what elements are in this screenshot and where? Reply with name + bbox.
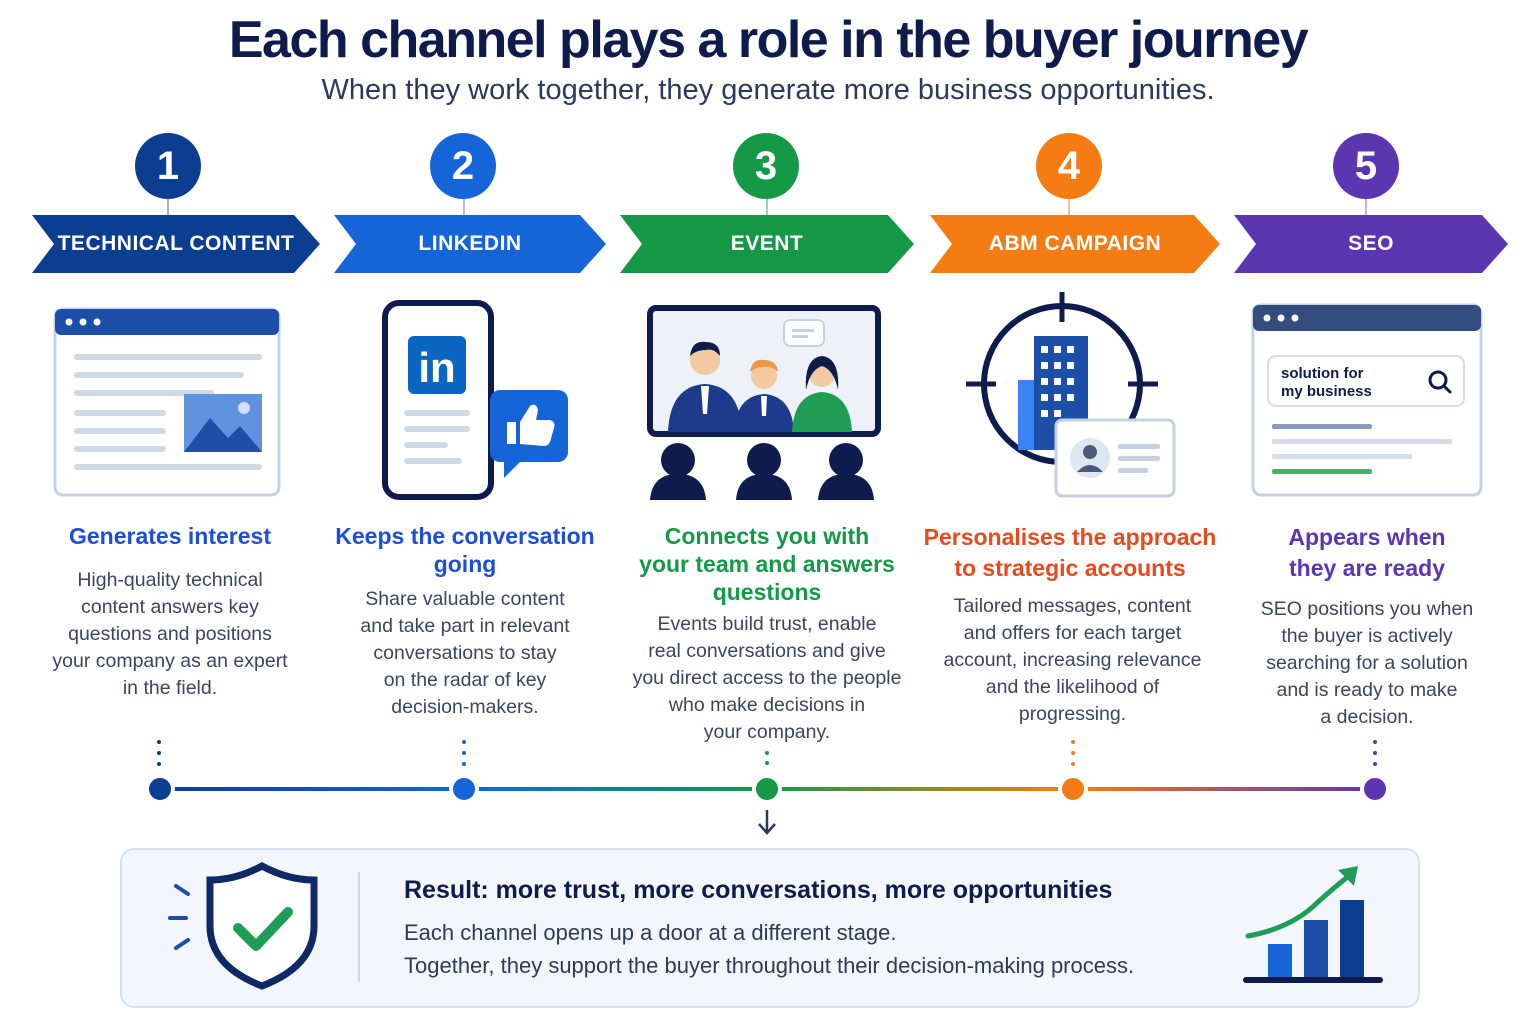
- search-icon: [1428, 370, 1448, 390]
- step-2-banner: LINKEDIN: [334, 215, 606, 273]
- step-1-banner-shape: [32, 215, 320, 273]
- step-1-channel-label: TECHNICAL CONTENT: [57, 232, 295, 255]
- step-2-channel-label: LINKEDIN: [418, 232, 522, 255]
- timeline-node-2: [449, 774, 479, 804]
- step-2-banner-shape: [334, 215, 606, 273]
- step-4-stem: [1068, 199, 1070, 215]
- step-4-heading: Personalises the approach to strategic a…: [923, 524, 1217, 581]
- step-5-banner-shape: [1234, 215, 1508, 273]
- page-subtitle: When they work together, they generate m…: [321, 74, 1215, 106]
- step-3-number: 3: [733, 133, 799, 199]
- timeline-node-4: [1058, 774, 1088, 804]
- step-4-banner-shape: [930, 215, 1220, 273]
- step-5-banner: SEO: [1234, 215, 1508, 273]
- timeline-node-3: [752, 774, 782, 804]
- step-5-number: 5: [1333, 133, 1399, 199]
- step-3-channel-label: EVENT: [730, 232, 804, 255]
- video-event-icon: [647, 305, 881, 500]
- step-4-description: Tailored messages, content and offers fo…: [943, 595, 1202, 725]
- connector-dots-5: [1373, 740, 1377, 770]
- step-5-stem: [1365, 199, 1367, 215]
- target-account-icon: [966, 292, 1176, 498]
- step-3-banner: EVENT: [620, 215, 914, 273]
- step-3-description: Events build trust, enable real conversa…: [632, 613, 902, 743]
- browser-article-icon: [53, 307, 281, 497]
- step-5-description: SEO positions you when the buyer is acti…: [1260, 598, 1474, 728]
- connector-dots-1: [157, 740, 161, 770]
- connector-dots-4: [1071, 740, 1075, 770]
- search-query-line-2: my business: [1281, 383, 1372, 400]
- step-5-channel-label: SEO: [1348, 232, 1394, 255]
- result-title: Result: more trust, more conversations, …: [404, 876, 1113, 904]
- connector-dots-2: [462, 740, 466, 770]
- search-query-line-1: solution for: [1281, 365, 1364, 382]
- step-4-number: 4: [1036, 133, 1102, 199]
- step-4-banner: ABM CAMPAIGN: [930, 215, 1220, 273]
- step-2-description: Share valuable content and take part in …: [360, 588, 570, 718]
- step-3-heading: Connects you with your team and answers …: [639, 523, 895, 605]
- growth-chart-icon: [1243, 866, 1383, 983]
- timeline-node-5: [1360, 774, 1390, 804]
- step-5-heading: Appears when they are ready: [1288, 524, 1446, 581]
- result-panel: [120, 848, 1420, 1008]
- step-3-banner-shape: [620, 215, 914, 273]
- step-3-stem: [766, 199, 768, 215]
- page-title: Each channel plays a role in the buyer j…: [228, 11, 1309, 69]
- search-browser-icon: solution for my business: [1251, 303, 1483, 497]
- down-arrow-icon: [758, 810, 776, 835]
- step-1-number: 1: [135, 133, 201, 199]
- result-line-1: Each channel opens up a door at a differ…: [404, 920, 897, 945]
- timeline-node-1: [145, 774, 175, 804]
- result-line-2: Together, they support the buyer through…: [404, 953, 1135, 978]
- result-divider: [358, 872, 360, 982]
- step-1-heading: Generates interest: [69, 523, 271, 549]
- step-4-channel-label: ABM CAMPAIGN: [988, 232, 1162, 255]
- step-1-description: High-quality technical content answers k…: [52, 569, 288, 699]
- step-1-banner: TECHNICAL CONTENT: [32, 215, 320, 273]
- step-2-stem: [463, 199, 465, 215]
- phone-linkedin-icon: in: [382, 300, 568, 500]
- linkedin-logo-text: in: [418, 344, 455, 391]
- step-2-heading: Keeps the conversation going: [335, 523, 595, 577]
- shield-check-icon: [168, 862, 318, 990]
- step-2-number: 2: [430, 133, 496, 199]
- step-1-stem: [167, 199, 169, 215]
- journey-timeline: [145, 751, 1390, 835]
